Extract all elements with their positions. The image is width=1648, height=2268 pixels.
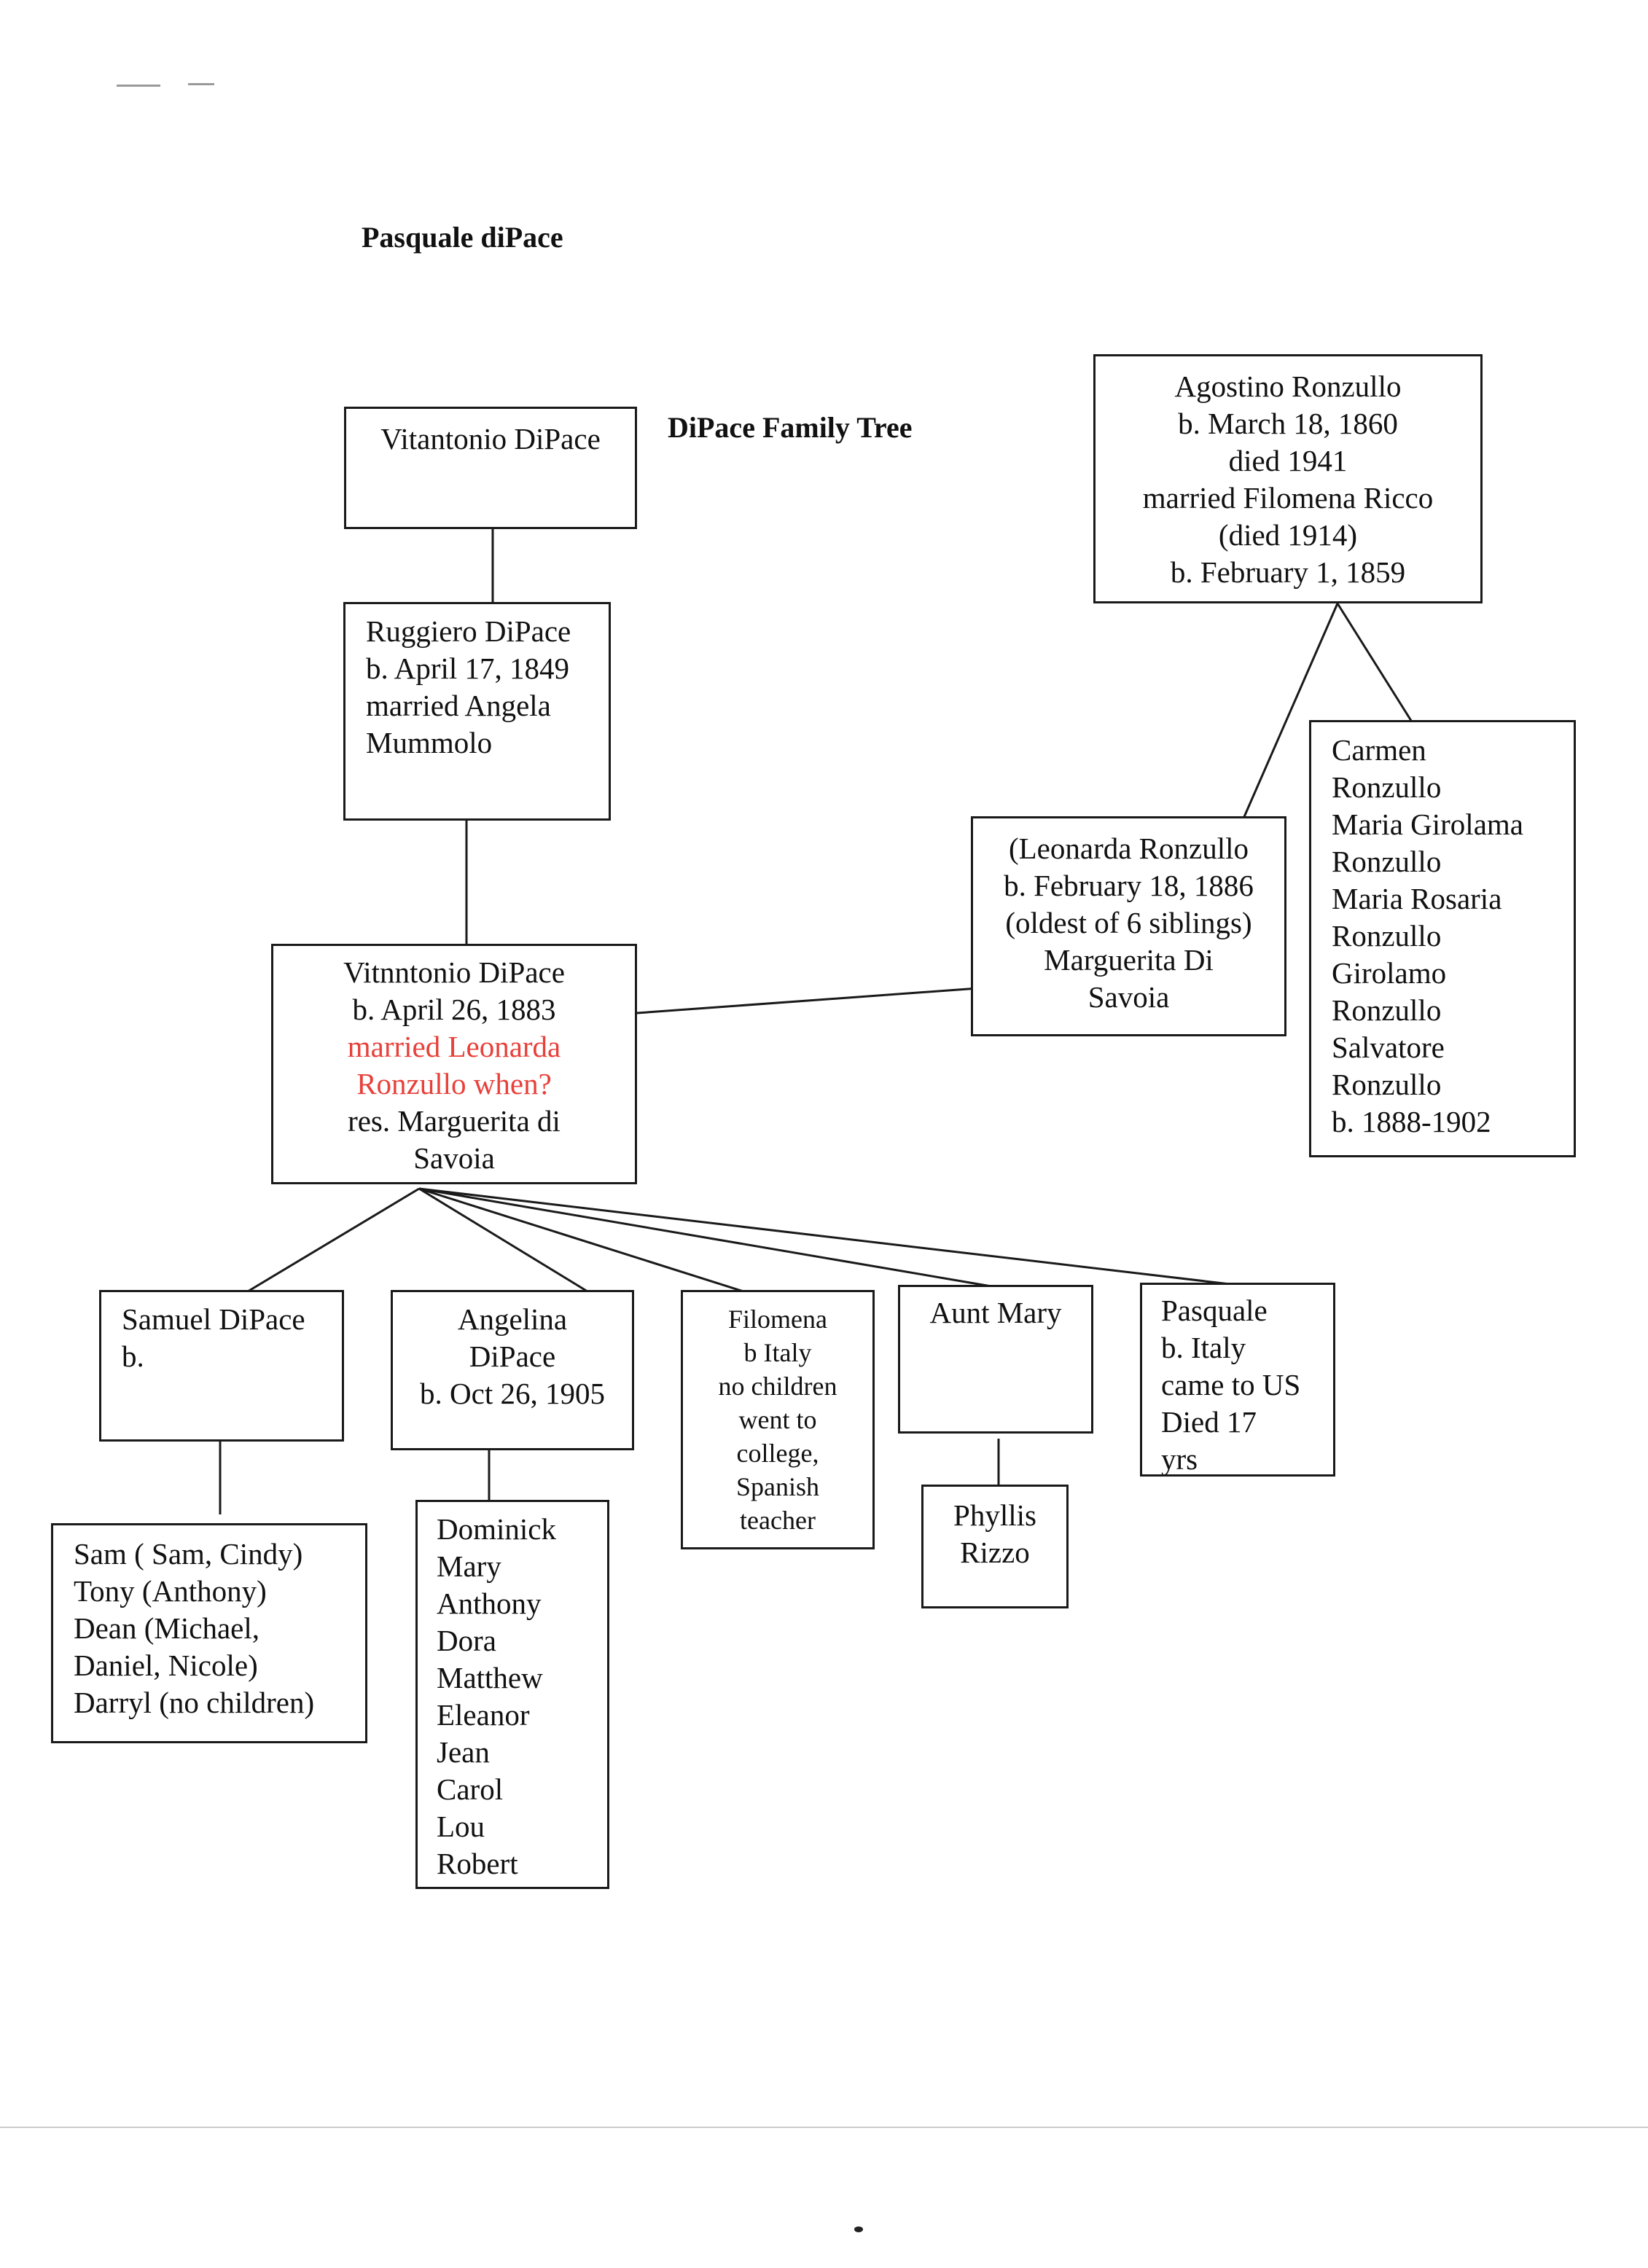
link-to-pasquale xyxy=(418,1187,1237,1286)
person-ruggiero-dipace: Ruggiero DiPace b. April 17, 1849 marrie… xyxy=(343,602,611,821)
sibling-line: Ronzullo xyxy=(1332,993,1442,1027)
angelina-children-list: Dominick Mary Anthony Dora Matthew Elean… xyxy=(415,1500,609,1889)
child-line: Dora xyxy=(437,1624,496,1657)
person-line: married Angela xyxy=(366,689,551,722)
link-to-filomena xyxy=(418,1187,744,1293)
samuel-children-list: Sam ( Sam, Cindy) Tony (Anthony) Dean (M… xyxy=(51,1523,367,1743)
link-agostino-siblings xyxy=(1336,603,1414,724)
person-line: Angelina xyxy=(457,1302,568,1336)
person-vitantonio-dipace: Vitantonio DiPace xyxy=(344,407,637,529)
child-line: Darryl (no children) xyxy=(74,1686,315,1719)
person-line: Agostino Ronzullo xyxy=(1174,369,1402,403)
link-agostino-leonarda xyxy=(1242,603,1339,819)
person-line: went to xyxy=(738,1405,817,1434)
person-angelina-dipace: Angelina DiPace b. Oct 26, 1905 xyxy=(391,1290,634,1450)
family-tree-title: DiPace Family Tree xyxy=(668,411,913,444)
person-line: b. March 18, 1860 xyxy=(1178,407,1398,440)
person-phyllis-rizzo: Phyllis Rizzo xyxy=(921,1485,1069,1608)
child-line: Jean xyxy=(437,1735,490,1769)
person-line: Died 17 xyxy=(1161,1405,1257,1439)
person-line: came to US xyxy=(1161,1368,1301,1401)
person-line: b. April 26, 1883 xyxy=(352,993,556,1026)
person-line: Spanish xyxy=(735,1472,819,1501)
person-line: no children xyxy=(718,1372,837,1401)
person-line: teacher xyxy=(740,1506,816,1535)
child-line: Matthew xyxy=(437,1661,543,1694)
sibling-line: Maria Girolama xyxy=(1332,808,1523,841)
person-line: Marguerita Di xyxy=(1044,943,1214,977)
person-samuel-dipace: Samuel DiPace b. xyxy=(99,1290,344,1442)
person-line: Vitnntonio DiPace xyxy=(343,955,565,989)
person-line: b. February 18, 1886 xyxy=(1004,869,1254,902)
person-line: yrs xyxy=(1161,1442,1198,1476)
person-line: Pasquale xyxy=(1161,1294,1268,1327)
person-line: Savoia xyxy=(1087,980,1170,1014)
scan-dot xyxy=(854,2226,863,2232)
person-line: (Leonarda Ronzullo xyxy=(1008,832,1249,865)
sibling-line: Ronzullo xyxy=(1332,919,1442,953)
person-pasquale: Pasquale b. Italy came to US Died 17 yrs xyxy=(1140,1283,1335,1477)
link-to-angelina xyxy=(418,1187,588,1293)
sibling-line: Ronzullo xyxy=(1332,770,1442,804)
person-aunt-mary: Aunt Mary xyxy=(898,1285,1093,1434)
scan-mark xyxy=(188,83,214,85)
person-line: (died 1914) xyxy=(1218,518,1358,552)
child-line: Anthony xyxy=(437,1587,542,1620)
child-line: Robert xyxy=(437,1847,518,1880)
child-line: Sam ( Sam, Cindy) xyxy=(74,1537,303,1571)
child-line: Lou xyxy=(437,1810,485,1843)
link-marriage xyxy=(636,987,979,1014)
sibling-line: Girolamo xyxy=(1332,956,1447,990)
marriage-query-note: Ronzullo when? xyxy=(356,1067,552,1100)
child-line: Dean (Michael, xyxy=(74,1611,259,1645)
person-vitnntonio-dipace: Vitnntonio DiPace b. April 26, 1883 marr… xyxy=(271,944,637,1184)
scan-edge-line xyxy=(0,2127,1648,2128)
person-line: Rizzo xyxy=(960,1536,1030,1569)
person-line: b. Italy xyxy=(1161,1331,1246,1364)
page-heading-name: Pasquale diPace xyxy=(362,221,563,254)
child-line: Daniel, Nicole) xyxy=(74,1649,258,1682)
child-line: Eleanor xyxy=(437,1698,530,1732)
link-to-samuel xyxy=(247,1187,420,1293)
person-line: Samuel DiPace xyxy=(122,1302,305,1336)
person-agostino-ronzullo: Agostino Ronzullo b. March 18, 1860 died… xyxy=(1093,354,1483,603)
person-leonarda-ronzullo: (Leonarda Ronzullo b. February 18, 1886 … xyxy=(971,816,1286,1036)
person-line: Ruggiero DiPace xyxy=(366,614,571,648)
person-line: b Italy xyxy=(743,1338,812,1367)
person-line: b. February 1, 1859 xyxy=(1170,555,1406,589)
sibling-line: b. 1888-1902 xyxy=(1332,1105,1491,1138)
marriage-query-note: married Leonarda xyxy=(347,1030,561,1063)
person-line: married Filomena Ricco xyxy=(1142,481,1434,515)
child-line: Mary xyxy=(437,1549,501,1583)
person-filomena: Filomena b Italy no children went to col… xyxy=(681,1290,875,1549)
child-line: Dominick xyxy=(437,1512,556,1546)
person-line: Vitantonio DiPace xyxy=(380,422,601,455)
person-line: Filomena xyxy=(728,1305,827,1334)
person-line: b. April 17, 1849 xyxy=(366,652,570,685)
ronzullo-siblings-list: Carmen Ronzullo Maria Girolama Ronzullo … xyxy=(1309,720,1576,1157)
person-line: college, xyxy=(736,1439,819,1468)
sibling-line: Carmen xyxy=(1332,733,1426,767)
person-line: Aunt Mary xyxy=(929,1296,1062,1329)
residence-line: Savoia xyxy=(413,1141,495,1175)
sibling-line: Maria Rosaria xyxy=(1332,882,1502,915)
person-line: Phyllis xyxy=(953,1498,1036,1532)
person-line: b. Oct 26, 1905 xyxy=(420,1377,605,1410)
sibling-line: Ronzullo xyxy=(1332,845,1442,878)
scan-mark xyxy=(117,85,160,87)
child-line: Tony (Anthony) xyxy=(74,1574,267,1608)
sibling-line: Ronzullo xyxy=(1332,1068,1442,1101)
person-line: (oldest of 6 siblings) xyxy=(1005,906,1252,939)
residence-line: res. Marguerita di xyxy=(348,1104,561,1138)
person-line: Mummolo xyxy=(366,726,493,759)
sibling-line: Salvatore xyxy=(1332,1031,1445,1064)
person-line: b. xyxy=(122,1340,144,1373)
person-line: DiPace xyxy=(469,1340,556,1373)
person-line: died 1941 xyxy=(1228,444,1348,477)
child-line: Carol xyxy=(437,1772,504,1806)
link-to-aunt-mary xyxy=(418,1187,996,1289)
